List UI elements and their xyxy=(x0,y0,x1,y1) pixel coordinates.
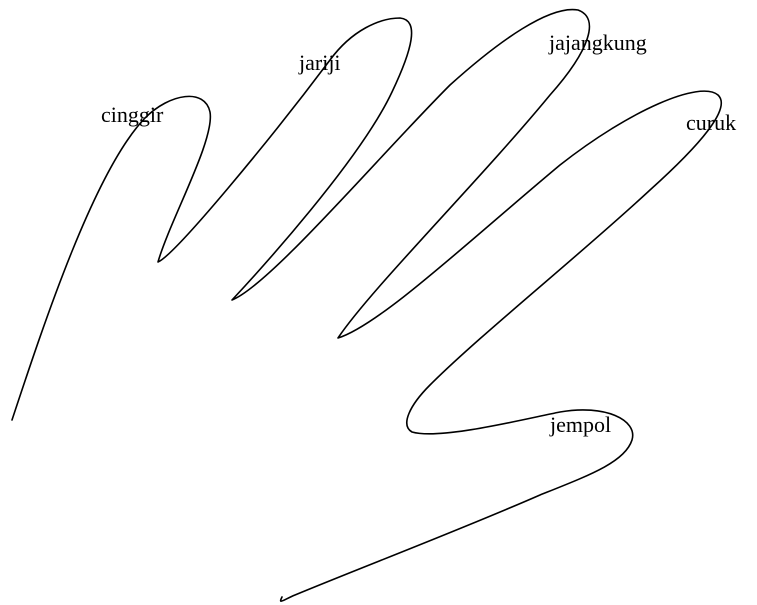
label-middle-finger: jajangkung xyxy=(548,30,647,55)
label-index-finger: curuk xyxy=(686,110,736,135)
label-ring-finger: jariji xyxy=(298,50,341,75)
label-little-finger: cinggir xyxy=(101,102,164,127)
label-thumb: jempol xyxy=(549,412,611,437)
hand-outline xyxy=(11,8,723,603)
